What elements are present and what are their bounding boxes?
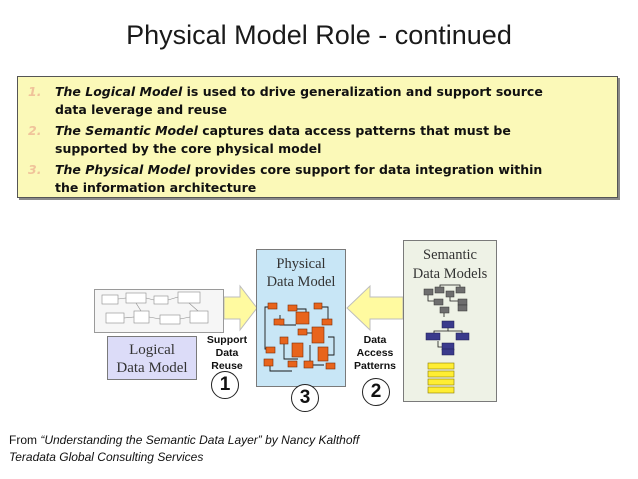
semantic-entity-diagrams: [423, 284, 470, 394]
bullet-text: captures data access patterns that must …: [197, 123, 511, 138]
access-line3: Patterns: [353, 360, 396, 372]
attribution-quote: “Understanding the Semantic Data Layer” …: [40, 433, 360, 447]
attribution: From “Understanding the Semantic Data La…: [9, 432, 359, 466]
logical-label-line2: Data Model: [116, 360, 188, 376]
attribution-prefix: From: [9, 433, 41, 447]
bullet-number: 3.: [28, 162, 42, 177]
bullet-continuation: supported by the core physical model: [55, 141, 322, 156]
bullet-3: 3. The Physical Model provides core suppo…: [28, 161, 542, 197]
physical-label-line2: Data Model: [266, 274, 336, 290]
bullet-1: 1. The Logical Model is used to drive gen…: [28, 83, 543, 119]
support-arrow: [224, 284, 258, 332]
bullet-number: 1.: [28, 84, 42, 99]
bullet-emphasis: The Logical Model: [55, 84, 183, 99]
bullet-continuation: the information architecture: [55, 180, 257, 195]
access-arrow: [346, 284, 404, 332]
bullet-number: 2.: [28, 123, 42, 138]
access-line2: Access: [356, 347, 394, 359]
physical-entity-diagram: [263, 302, 336, 372]
bullet-2: 2. The Semantic Model captures data acces…: [28, 122, 511, 158]
step-number-3: 3: [291, 384, 319, 412]
support-line1: Support: [206, 334, 248, 346]
bullet-continuation: data leverage and reuse: [55, 102, 228, 117]
support-line2: Data: [215, 347, 239, 359]
bullet-box: 1. The Logical Model is used to drive gen…: [17, 76, 618, 198]
logical-data-model-box: Logical Data Model: [107, 336, 197, 380]
data-access-patterns-label: Data Access Patterns: [346, 334, 404, 373]
attribution-line2: Teradata Global Consulting Services: [9, 450, 204, 464]
bullet-emphasis: The Physical Model: [55, 162, 191, 177]
support-data-reuse-label: Support Data Reuse: [198, 334, 256, 373]
support-line3: Reuse: [211, 360, 243, 372]
step-number-1: 1: [211, 371, 239, 399]
semantic-label-line1: Semantic: [423, 247, 477, 263]
access-line1: Data: [363, 334, 387, 346]
bullet-text: provides core support for data integrati…: [190, 162, 543, 177]
bullet-emphasis: The Semantic Model: [55, 123, 198, 138]
bullet-text: is used to drive generalization and supp…: [182, 84, 543, 99]
slide-title: Physical Model Role - continued: [126, 20, 512, 50]
semantic-label-line2: Data Models: [412, 266, 488, 282]
logical-model-thumbnail: [94, 289, 224, 333]
step-number-2: 2: [362, 378, 390, 406]
physical-label-line1: Physical: [276, 256, 326, 272]
logical-label-line1: Logical: [129, 342, 175, 358]
